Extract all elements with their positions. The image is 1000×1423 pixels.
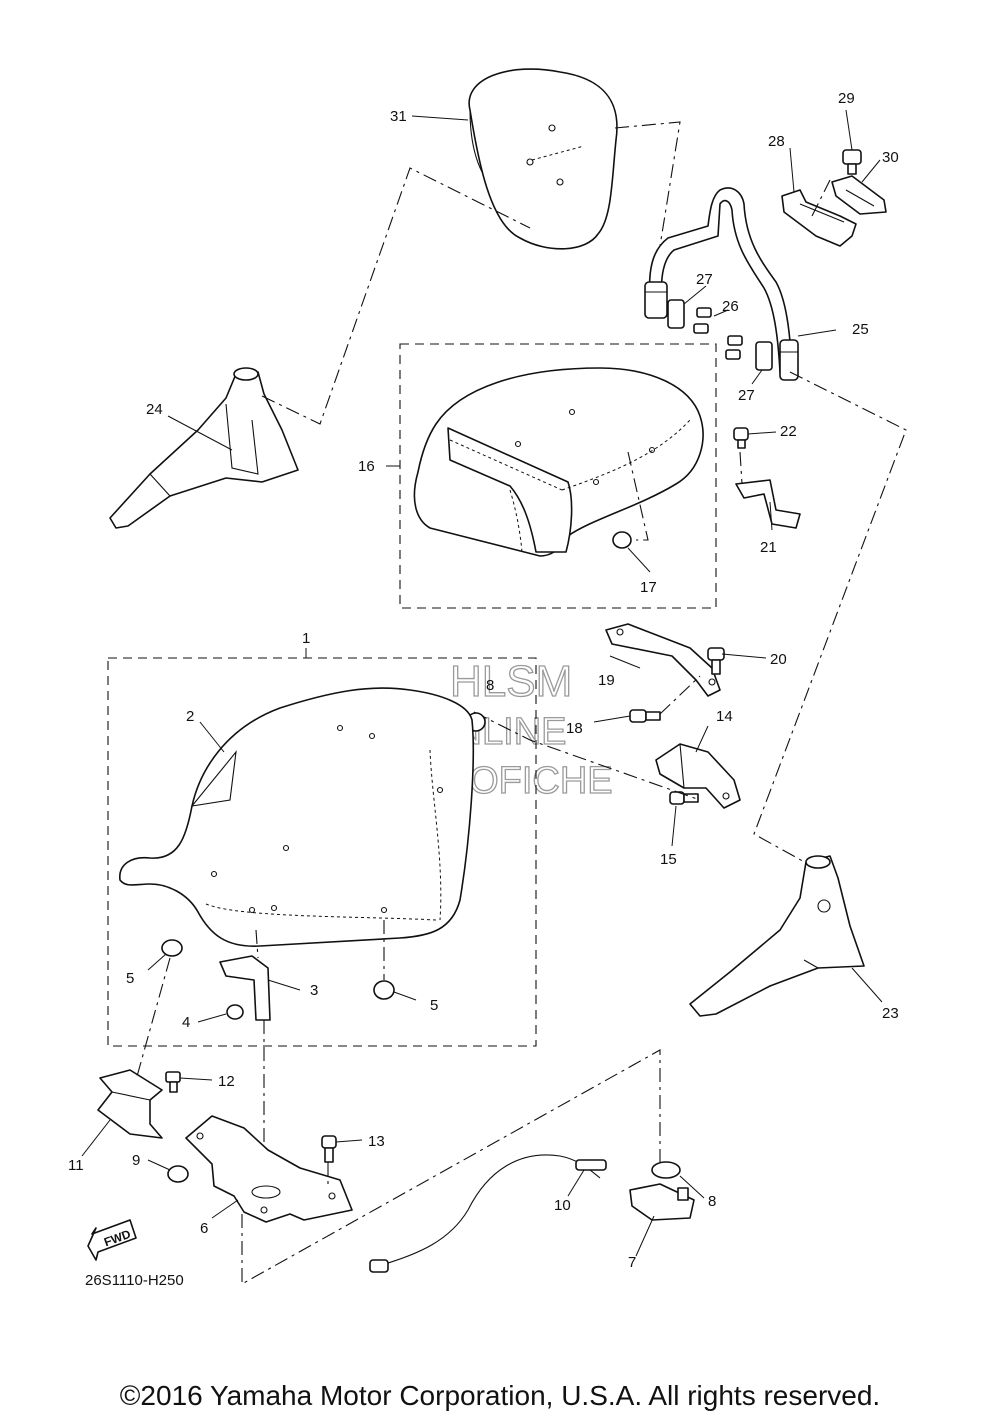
callout-24: 24 [146, 401, 163, 418]
callout-6: 6 [200, 1220, 208, 1237]
callout-15: 15 [660, 851, 677, 868]
callout-9: 9 [132, 1152, 140, 1169]
callout-31: 31 [390, 108, 407, 125]
bolt-20 [707, 647, 725, 675]
forward-arrow-icon: FWD [87, 1219, 137, 1261]
callout-16: 16 [358, 458, 375, 475]
seat-assembly-group-box [107, 657, 537, 1047]
callout-29: 29 [838, 90, 855, 107]
callout-20: 20 [770, 651, 787, 668]
callout-5a: 5 [126, 970, 134, 987]
bolt-13 [321, 1135, 337, 1163]
callout-13: 13 [368, 1133, 385, 1150]
callout-27b: 27 [738, 387, 755, 404]
grommet-5-left [161, 939, 183, 957]
seat-lock-cable-10 [369, 1154, 607, 1273]
bolts-26 [693, 307, 743, 360]
bracket-11 [97, 1069, 163, 1139]
leader-lines [81, 109, 883, 1257]
callout-11: 11 [68, 1157, 84, 1174]
bracket-14 [655, 743, 741, 809]
bolt-29 [842, 149, 862, 175]
callout-2: 2 [186, 708, 194, 725]
callout-12: 12 [218, 1073, 235, 1090]
passenger-seat-group-box [399, 343, 717, 609]
watermark-hlsm: HLSM [450, 657, 572, 706]
grommet-17 [612, 531, 632, 549]
bolt-22 [733, 427, 749, 449]
callout-30: 30 [882, 149, 899, 166]
callout-10: 10 [554, 1197, 571, 1214]
plate-6 [185, 1115, 353, 1223]
callout-labels: 31 29 30 28 27 26 25 27 24 16 22 21 17 1… [68, 90, 899, 1271]
callout-17: 17 [640, 579, 657, 596]
callout-5b: 5 [430, 997, 438, 1014]
callout-4: 4 [182, 1014, 190, 1031]
callout-28: 28 [768, 133, 785, 150]
bracket-19 [605, 623, 721, 697]
plate-27-left [667, 299, 685, 329]
sissy-bar [644, 187, 799, 381]
bracket-3 [219, 955, 271, 1021]
bracket-21 [735, 479, 801, 529]
callout-27a: 27 [696, 271, 713, 288]
callout-22: 22 [780, 423, 797, 440]
callout-21: 21 [760, 539, 777, 556]
callout-19: 19 [598, 672, 615, 689]
bolt-12 [165, 1071, 181, 1093]
passenger-seat [413, 367, 704, 557]
callout-8-upper: 8 [486, 677, 494, 694]
callout-8: 8 [708, 1193, 716, 1210]
callout-7: 7 [628, 1254, 636, 1271]
backrest-pad [468, 68, 618, 250]
nut-9 [167, 1165, 189, 1183]
bolt-18 [629, 709, 661, 723]
main-seat [119, 687, 475, 947]
callout-26: 26 [722, 298, 739, 315]
callout-3: 3 [310, 982, 318, 999]
lock-7 [629, 1183, 695, 1221]
copyright-notice: ©2016 Yamaha Motor Corporation, U.S.A. A… [119, 1380, 881, 1411]
side-cover-left [109, 367, 299, 529]
clamp-30 [831, 175, 887, 215]
callout-23: 23 [882, 1005, 899, 1022]
callout-25: 25 [852, 321, 869, 338]
callout-18: 18 [566, 720, 583, 737]
grommet-5-right [373, 980, 395, 1000]
callout-14: 14 [716, 708, 733, 725]
nut-4 [226, 1004, 244, 1020]
diagram-code: 26S1110-H250 [85, 1272, 184, 1289]
bracket-28 [781, 189, 857, 247]
plate-8 [651, 1161, 681, 1179]
side-cover-right [689, 855, 865, 1017]
callout-1: 1 [302, 630, 310, 647]
plate-27-right [755, 341, 773, 371]
